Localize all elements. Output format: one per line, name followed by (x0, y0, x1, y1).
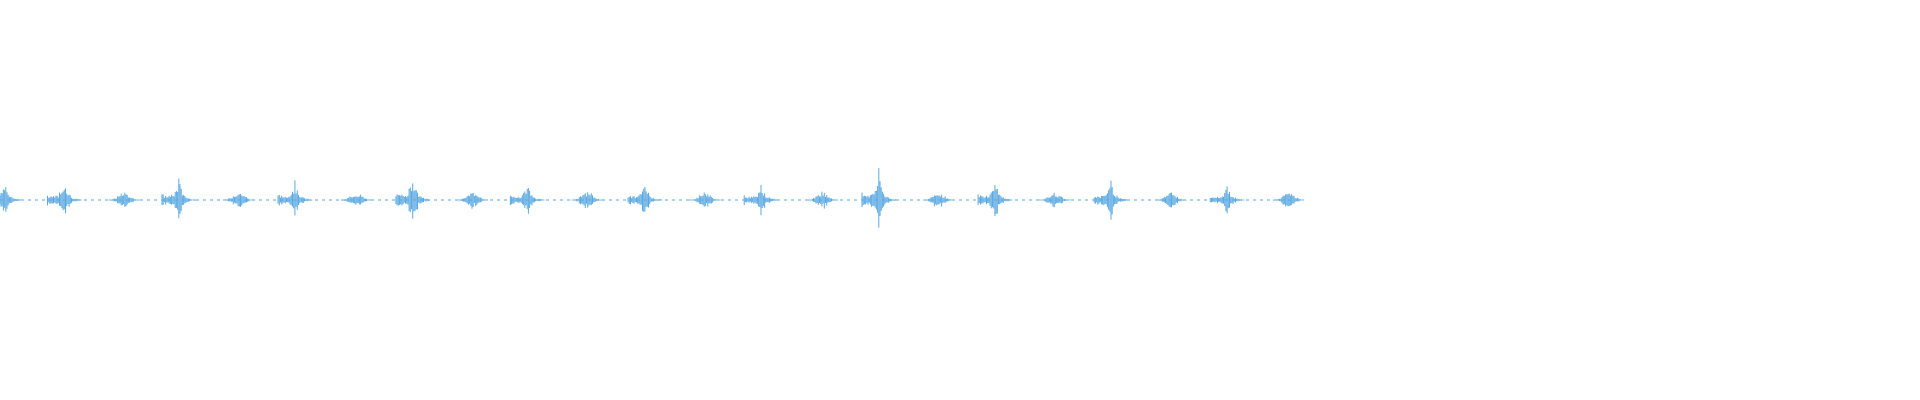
waveform-burst (807, 191, 838, 209)
waveform-burst (1209, 186, 1245, 214)
waveform-burst (1039, 192, 1071, 208)
waveform-burst (161, 178, 197, 219)
waveform-burst (923, 194, 955, 207)
waveform-burst (108, 192, 140, 207)
waveform-burst (277, 180, 313, 216)
waveform-burst (1093, 180, 1129, 220)
waveform-burst (0, 187, 22, 212)
waveform-burst (571, 192, 603, 209)
waveform-burst (1155, 192, 1187, 208)
waveform-burst (47, 188, 82, 214)
waveform-burst (509, 188, 545, 214)
waveform-burst (340, 194, 372, 205)
waveform-burst (861, 168, 897, 228)
waveform-burst (395, 183, 430, 219)
waveform-bursts (0, 168, 1305, 228)
waveform-burst (1273, 193, 1305, 207)
waveform-burst (223, 194, 255, 207)
waveform-burst (457, 192, 489, 209)
waveform-burst (743, 185, 779, 216)
waveform-burst (977, 185, 1013, 216)
waveform-burst (627, 186, 663, 212)
waveform-burst (689, 192, 721, 207)
